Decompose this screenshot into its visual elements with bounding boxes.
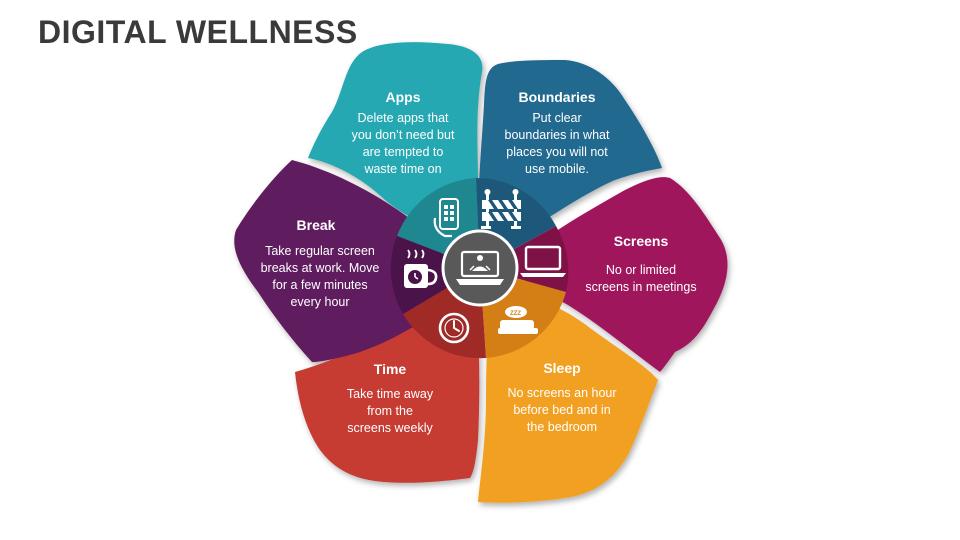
sleep-heading: Sleep [543, 360, 580, 376]
time-line-1: Take time away [347, 387, 434, 401]
sleep-line-2: before bed and in [513, 403, 610, 417]
petal-sleep [478, 295, 658, 503]
barrier-icon [481, 189, 521, 229]
apps-line-3: are tempted to [363, 145, 444, 159]
boundaries-line-4: use mobile. [525, 162, 589, 176]
svg-text:ZZZ: ZZZ [510, 311, 521, 317]
bed-icon: ZZZ [498, 306, 538, 334]
smartphone-icon [433, 198, 459, 238]
clock-icon [438, 312, 470, 344]
boundaries-line-1: Put clear [532, 111, 581, 125]
petal-apps [308, 42, 483, 232]
coffee-cup-icon [404, 249, 438, 288]
laptop-meditation-icon [456, 250, 504, 285]
time-line-3: screens weekly [347, 421, 433, 435]
break-line-2: breaks at work. Move [261, 261, 380, 275]
time-heading: Time [374, 361, 407, 377]
boundaries-heading: Boundaries [518, 89, 595, 105]
page-title: DIGITAL WELLNESS [38, 14, 358, 50]
laptop-icon [520, 245, 566, 277]
petal-time [295, 300, 480, 483]
time-line-2: from the [367, 404, 413, 418]
boundaries-line-2: boundaries in what [505, 128, 610, 142]
petal-screens [515, 177, 728, 372]
break-line-1: Take regular screen [265, 244, 375, 258]
break-line-4: every hour [290, 295, 349, 309]
apps-line-2: you don’t need but [352, 128, 455, 142]
sleep-line-1: No screens an hour [507, 386, 616, 400]
apps-line-4: waste time on [363, 162, 441, 176]
apps-line-1: Delete apps that [357, 111, 449, 125]
break-line-3: for a few minutes [272, 278, 367, 292]
screens-line-2: screens in meetings [585, 280, 696, 294]
apps-heading: Apps [386, 89, 421, 105]
sleep-line-3: the bedroom [527, 420, 597, 434]
screens-heading: Screens [614, 233, 669, 249]
screens-line-1: No or limited [606, 263, 676, 277]
boundaries-line-3: places you will not [506, 145, 608, 159]
break-heading: Break [297, 217, 336, 233]
